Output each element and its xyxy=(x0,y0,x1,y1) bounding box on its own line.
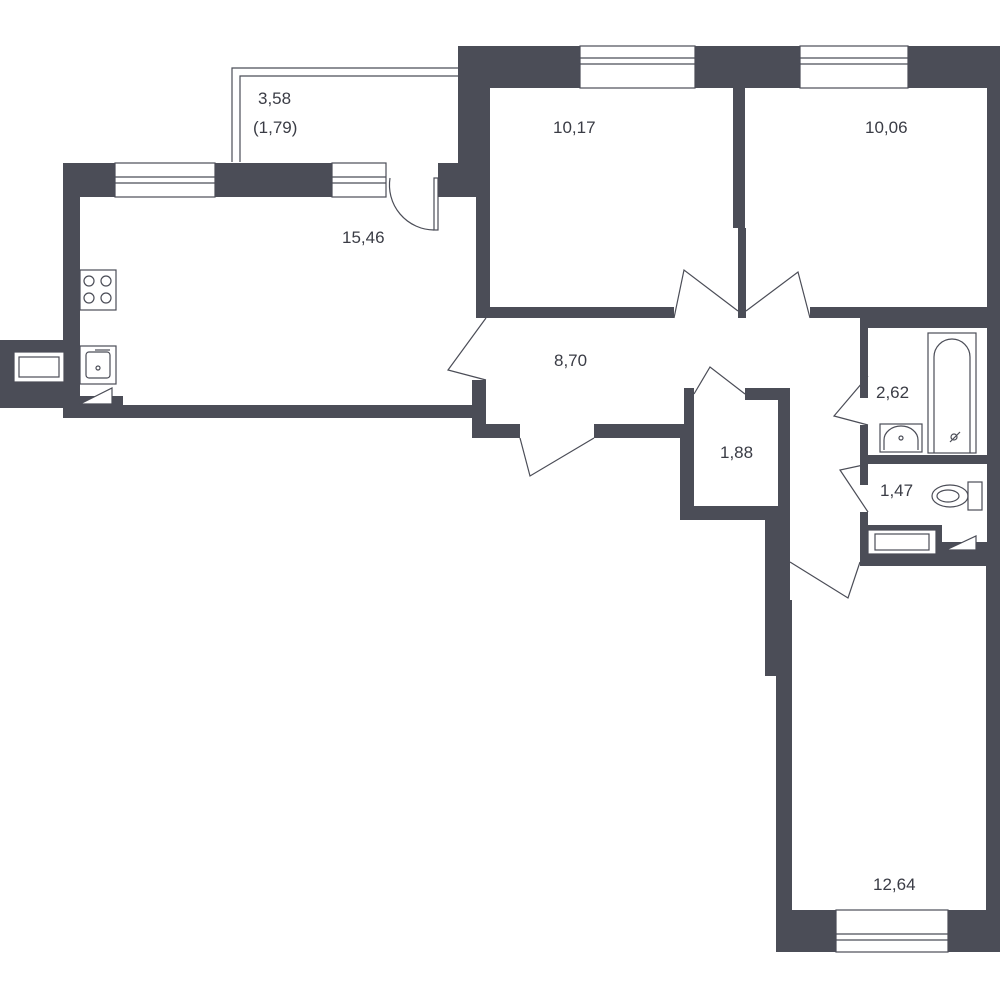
balcony-door xyxy=(388,177,439,231)
kitchen-area-label: 15,46 xyxy=(342,228,385,247)
washbasin-icon xyxy=(879,423,923,453)
bedroom-3-window xyxy=(835,909,949,953)
bedroom-3-door xyxy=(789,561,861,599)
bedroom-2-window xyxy=(799,45,909,89)
balcony xyxy=(231,67,458,162)
sink-icon xyxy=(79,345,117,385)
storage-door xyxy=(693,366,746,395)
toilet-utility-box xyxy=(862,525,987,557)
entrance-door xyxy=(519,437,595,477)
bathroom-walls xyxy=(860,318,987,485)
storage-area-label: 1,88 xyxy=(720,443,753,462)
bedroom-1-walls xyxy=(458,46,800,318)
kitchen-door xyxy=(446,317,487,381)
toilet-door xyxy=(839,463,869,513)
kitchen-windows xyxy=(114,162,387,198)
kitchen-walls xyxy=(0,46,488,418)
balcony-area-label: 3,58 xyxy=(258,89,291,108)
balcony-reduced-area-label: (1,79) xyxy=(253,118,297,137)
bedroom-1-area-label: 10,17 xyxy=(553,118,596,137)
stove-icon xyxy=(79,269,117,311)
bathtub-icon xyxy=(927,332,977,454)
toilet-area-label: 1,47 xyxy=(880,481,913,500)
kitchen-corner-fixture xyxy=(68,387,123,408)
bedroom-3-walls xyxy=(765,506,1000,952)
bedroom-2-area-label: 10,06 xyxy=(865,118,908,137)
bedroom-1-window xyxy=(579,45,696,89)
bedroom-2-walls xyxy=(738,46,1000,566)
bathroom-door xyxy=(832,375,869,426)
bedroom-3-area-label: 12,64 xyxy=(873,875,916,894)
bedroom-2-door xyxy=(745,270,811,319)
hallway-walls xyxy=(472,318,868,438)
bathroom-area-label: 2,62 xyxy=(876,383,909,402)
hallway-area-label: 8,70 xyxy=(554,351,587,370)
bedroom-1-door xyxy=(673,268,739,319)
storage-walls xyxy=(680,388,790,520)
toilet-icon xyxy=(931,481,983,511)
